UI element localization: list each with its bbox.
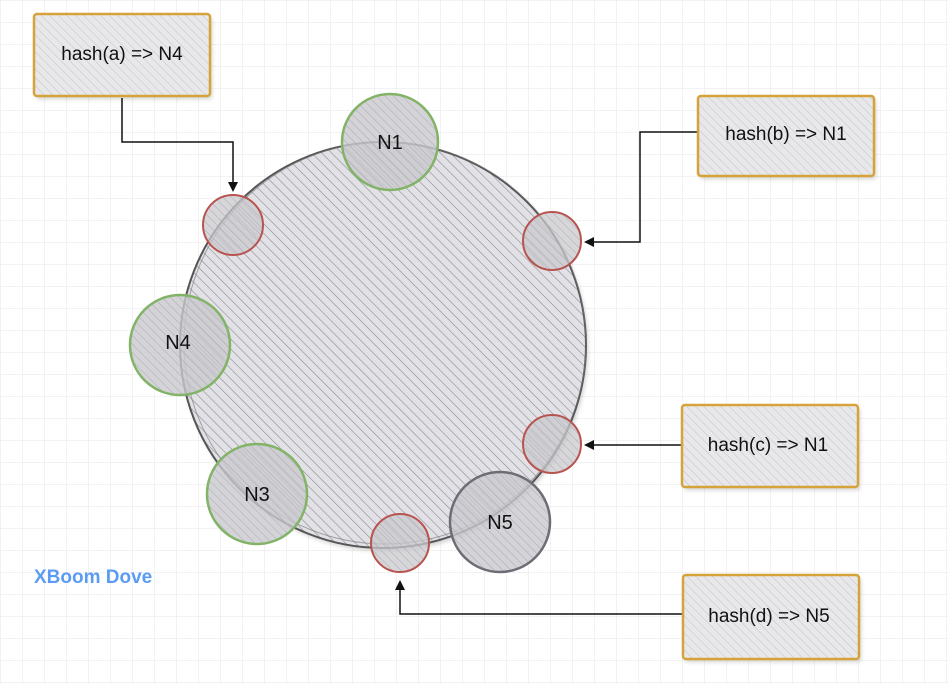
key-marker-b (522, 211, 582, 271)
hash-boxes: hash(a) => N4 hash(b) => N1 hash(c) => N… (32, 12, 876, 661)
node-n5: N5 (448, 470, 552, 574)
node-label-n1: N1 (377, 132, 403, 154)
hash-box-c: hash(c) => N1 (680, 403, 860, 489)
key-markers (202, 194, 582, 573)
connectors (121, 98, 698, 615)
node-label-n5: N5 (487, 512, 513, 534)
key-marker-d (370, 513, 430, 573)
hash-box-label-c: hash(c) => N1 (708, 435, 828, 456)
key-marker-a (202, 194, 264, 256)
hash-ring (179, 141, 587, 549)
hash-box-label-a: hash(a) => N4 (61, 44, 183, 65)
key-marker-c (522, 414, 582, 474)
hash-box-label-d: hash(d) => N5 (708, 606, 829, 627)
arrow-d (395, 580, 683, 615)
hash-box-a: hash(a) => N4 (32, 12, 212, 98)
node-n3: N3 (205, 442, 309, 546)
hash-box-d: hash(d) => N5 (681, 573, 861, 661)
arrow-b (584, 131, 698, 247)
node-label-n3: N3 (244, 484, 270, 506)
watermark: XBoom Dove (34, 567, 152, 588)
node-label-n4: N4 (165, 332, 191, 354)
hash-box-label-b: hash(b) => N1 (725, 124, 846, 145)
node-n4: N4 (128, 293, 232, 397)
server-nodes: N1 N4 N3 N5 (128, 92, 552, 574)
node-n1: N1 (340, 92, 440, 192)
arrow-a (121, 98, 238, 192)
hash-box-b: hash(b) => N1 (696, 94, 876, 178)
